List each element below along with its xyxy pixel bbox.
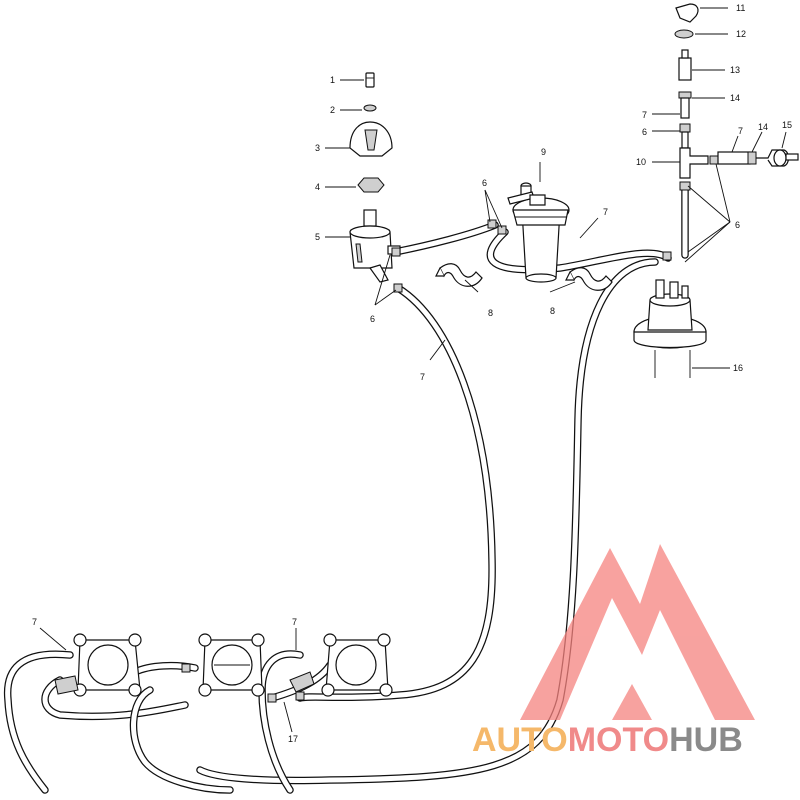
hose-left-return — [3, 650, 74, 794]
nut-4 — [357, 177, 385, 193]
callout-13: 13 — [730, 65, 740, 75]
callout-9: 9 — [541, 147, 546, 157]
callout-12: 12 — [736, 29, 746, 39]
callout-6-right: 6 — [735, 220, 740, 230]
callout-8-right: 8 — [550, 306, 555, 316]
watermark-word-moto: MOTO — [568, 721, 669, 759]
callout-7-hose-long: 7 — [420, 372, 425, 382]
clamp-14-top — [678, 91, 692, 99]
callout-1: 1 — [330, 75, 335, 85]
callout-7-hose-top: 7 — [603, 207, 608, 217]
watermark-triangle-icon — [520, 544, 755, 720]
watermark-word-hub: HUB — [669, 721, 743, 759]
callout-7-left: 7 — [32, 617, 37, 627]
leader-lines — [39, 7, 787, 733]
callout-7-carb: 7 — [292, 617, 297, 627]
callout-6-valve: 6 — [370, 314, 375, 324]
fuel-filter-9 — [507, 182, 570, 283]
elbow-11 — [675, 3, 699, 23]
clamp-8-left — [435, 263, 483, 287]
fuel-valve-assembly — [349, 72, 401, 283]
callout-15: 15 — [782, 120, 792, 130]
fuel-pump-16 — [633, 279, 707, 378]
callout-6-vent: 6 — [642, 127, 647, 137]
clamp-12 — [674, 29, 694, 39]
watermark-logo — [520, 544, 755, 720]
clamp-14-side — [747, 151, 757, 165]
callout-10: 10 — [636, 157, 646, 167]
tee-10 — [679, 147, 709, 179]
hose-clamps — [181, 219, 672, 703]
callout-4: 4 — [315, 182, 320, 192]
callout-5: 5 — [315, 232, 320, 242]
callout-labels: 1 2 3 4 5 6 6 6 6 7 7 7 7 7 7 8 8 9 10 1… — [32, 3, 792, 744]
callout-17: 17 — [288, 734, 298, 744]
callout-14-side: 14 — [758, 122, 768, 132]
watermark-text: AUTOMOTOHUB — [472, 721, 743, 759]
carburetor-2 — [198, 633, 265, 697]
carburetor-3 — [289, 633, 393, 697]
clamp-6-vent — [679, 123, 691, 133]
clamp-8-right — [565, 267, 613, 291]
callout-8-left: 8 — [488, 308, 493, 318]
washer-2 — [363, 104, 377, 112]
screw-1 — [365, 72, 375, 88]
callout-2: 2 — [330, 105, 335, 115]
callout-6-filter: 6 — [482, 178, 487, 188]
callout-3: 3 — [315, 143, 320, 153]
watermark-word-auto: AUTO — [472, 721, 568, 759]
callout-16: 16 — [733, 363, 743, 373]
hose-7-vent — [717, 151, 751, 165]
carburetor-1 — [54, 633, 142, 697]
vent-line-assembly — [674, 3, 799, 191]
callout-14-top: 14 — [730, 93, 740, 103]
valve-stem — [363, 209, 377, 227]
callout-7-vent-top: 7 — [642, 110, 647, 120]
callout-11: 11 — [736, 3, 745, 13]
callout-7-vent-side: 7 — [738, 126, 743, 136]
valve-13 — [678, 57, 692, 81]
